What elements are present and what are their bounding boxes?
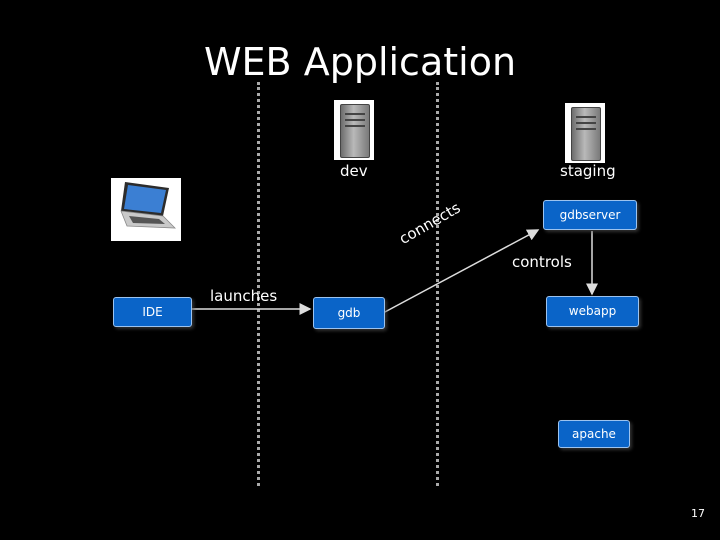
dev-server-icon bbox=[334, 100, 374, 160]
staging-label: staging bbox=[560, 162, 616, 180]
ide-node[interactable]: IDE bbox=[113, 297, 192, 327]
gdbserver-node[interactable]: gdbserver bbox=[543, 200, 637, 230]
separator-left bbox=[257, 82, 260, 486]
slide-title: WEB Application bbox=[203, 40, 517, 84]
staging-server-icon bbox=[565, 103, 605, 163]
apache-node[interactable]: apache bbox=[558, 420, 630, 448]
controls-label: controls bbox=[512, 253, 572, 271]
webapp-node[interactable]: webapp bbox=[546, 296, 639, 327]
gdb-node[interactable]: gdb bbox=[313, 297, 385, 329]
dev-label: dev bbox=[340, 162, 368, 180]
launches-label: launches bbox=[210, 287, 278, 305]
connects-arrow bbox=[382, 229, 540, 314]
laptop-icon bbox=[111, 178, 181, 241]
page-number: 17 bbox=[691, 507, 705, 520]
